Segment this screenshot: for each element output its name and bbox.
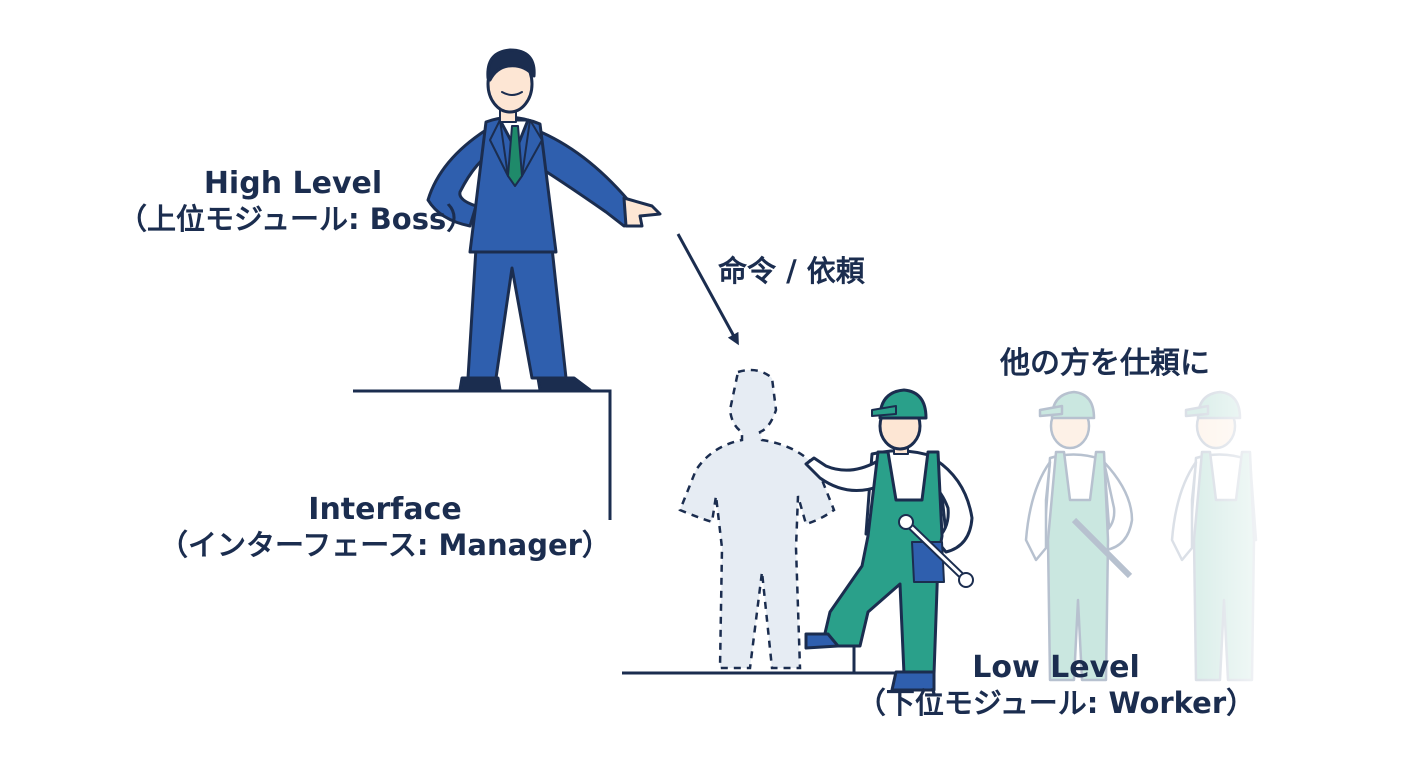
interface-title: Interface xyxy=(308,492,462,527)
high-level-title: High Level xyxy=(203,166,383,201)
high-level-subtitle: （上位モジュール: Boss） xyxy=(118,202,476,236)
boss-platform xyxy=(353,389,612,520)
command-arrow xyxy=(676,233,739,346)
high-level-label: High Level （上位モジュール: Boss） xyxy=(118,166,476,237)
boss-figure xyxy=(426,48,662,392)
interface-label: Interface （インターフェース: Manager） xyxy=(150,492,620,563)
interface-subtitle: （インターフェース: Manager） xyxy=(159,528,611,562)
low-level-label: Low Level （下位モジュール: Worker） xyxy=(846,650,1266,721)
fade-overlay xyxy=(1200,380,1300,700)
command-label: 命令 / 依頼 xyxy=(718,254,865,288)
wrench-icon xyxy=(898,514,974,588)
low-level-subtitle: （下位モジュール: Worker） xyxy=(856,686,1256,720)
worker-figure xyxy=(804,388,974,692)
low-level-title: Low Level xyxy=(972,650,1140,685)
placeholder-silhouette xyxy=(678,368,836,670)
others-label: 他の方を仕頼に xyxy=(1000,346,1210,381)
faded-worker-figure xyxy=(1024,390,1134,682)
